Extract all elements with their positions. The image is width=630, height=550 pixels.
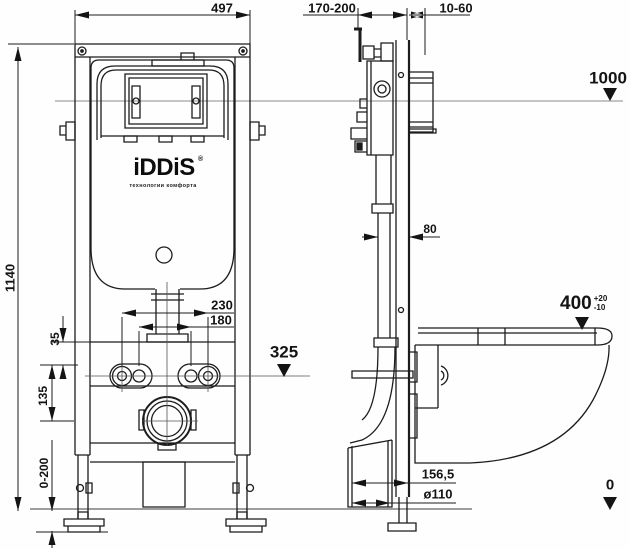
bowl-seat: [415, 327, 613, 346]
left-foot: [63, 482, 105, 533]
dim-bolt-span-230: 230: [211, 297, 233, 313]
dim-level-325: 325: [269, 342, 299, 362]
frame-screw-left: [77, 46, 87, 56]
dim-outlet-diameter: ø110: [423, 486, 453, 502]
dim-level-1000: 1000: [589, 68, 627, 88]
frame-screw-right: [238, 46, 248, 56]
window-bottom-tabs: [123, 135, 205, 143]
bowl-mount-blocks: [408, 351, 418, 439]
dim-frame-height: 1140: [2, 263, 18, 293]
dim-offset-35: 35: [48, 332, 62, 346]
side-rail: [395, 40, 410, 497]
cistern-side-dark-tab: [356, 142, 363, 151]
dim-frame-width: 497: [211, 0, 233, 16]
level-1000-marker-icon: [603, 88, 617, 101]
cistern-side: [350, 60, 394, 156]
brand-tagline: технологии комфорта: [129, 183, 197, 189]
dim-leg-adjust: 0-200: [37, 457, 51, 489]
level-0-marker-icon: [603, 497, 617, 510]
access-window-slots: [131, 85, 201, 119]
right-foot-bolt: [245, 483, 255, 493]
cistern-side-port: [373, 80, 391, 98]
wall-anchor-clips: [59, 121, 266, 141]
bowl-back-details: [415, 345, 449, 409]
flush-recess-box: [409, 71, 437, 134]
brand-logo: iDDiS: [133, 154, 195, 181]
flush-window-bracket: [96, 65, 229, 140]
rail-hole-bottom: [397, 306, 405, 314]
window-hole-right: [192, 97, 200, 105]
dim-bowl-level-value: 400: [560, 293, 592, 314]
frame-screw-left-dot: [80, 49, 84, 53]
dim-bowl-level-400: 400 +20 -10: [560, 294, 607, 313]
bolt-slot-left: [109, 363, 153, 389]
flush-pipe: [146, 289, 189, 343]
brand-registered-mark: ®: [198, 156, 204, 163]
rail-hole-top: [397, 71, 405, 79]
bowl-body: [414, 344, 610, 464]
tank-button: [155, 246, 173, 264]
fill-valve-cluster: [362, 42, 394, 62]
dim-bolt-span-180: 180: [210, 312, 232, 328]
bolt-slot-right: [177, 363, 221, 389]
side-pipes: [371, 155, 399, 348]
access-window: [124, 73, 208, 129]
level-400-marker-icon: [575, 317, 589, 330]
front-centerlines: [85, 282, 310, 446]
right-foot: [225, 482, 267, 533]
dim-outlet-length: 156,5: [421, 466, 455, 482]
window-hole-left: [132, 97, 140, 105]
left-foot-bolt: [75, 483, 85, 493]
side-outlet-box: [347, 439, 393, 508]
dim-bowl-tol-plus: +20: [593, 294, 608, 303]
drain-elbow: [349, 346, 396, 444]
front-view: [8, 10, 310, 548]
side-dim-arrowheads: [352, 11, 425, 507]
dim-offset-135: 135: [36, 385, 50, 407]
side-leg-foot: [387, 497, 417, 532]
frame-rails: [74, 43, 251, 519]
dim-bowl-level-tolerances: +20 -10: [594, 294, 608, 313]
dim-plate-recess: 10-60: [439, 0, 473, 16]
dim-bowl-tol-minus: -10: [593, 302, 606, 312]
crossbars: [90, 341, 235, 463]
frame-screw-right-dot: [241, 49, 245, 53]
window-top-tabs: [151, 52, 205, 67]
dim-install-depth: 170-200: [308, 0, 356, 16]
water-supply-pipe: [354, 27, 362, 62]
front-outlet-box: [142, 461, 186, 508]
side-view: [303, 8, 617, 532]
dim-pipe-offset-80: 80: [423, 222, 437, 236]
drain-clips: [138, 409, 197, 451]
dim-level-zero: 0: [605, 476, 615, 494]
mounting-bracket-plate: [351, 370, 414, 379]
cistern-side-port-inner: [377, 84, 387, 94]
level-325-marker-icon: [277, 364, 291, 377]
